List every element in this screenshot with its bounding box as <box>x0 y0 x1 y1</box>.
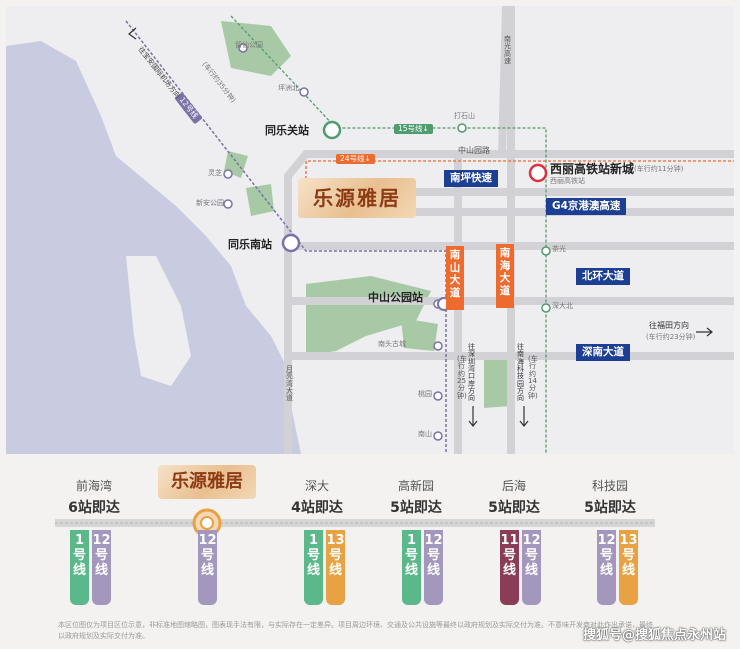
project-brand-tag: 乐源雅居 <box>158 465 256 499</box>
futian-time: (车行约23分钟) <box>646 333 696 341</box>
shekou-direction: 往深圳湾口岸方向 <box>468 343 475 403</box>
dest-name: 高新园 <box>397 479 434 493</box>
watermark: 搜狐号@搜狐焦点永州站 <box>582 628 726 643</box>
xili-node <box>528 163 548 183</box>
road-g4: G4京港澳高速 <box>546 198 627 215</box>
dest-name: 后海 <box>501 479 526 493</box>
map-base <box>6 6 734 454</box>
line15-route <box>230 15 547 454</box>
dest-name: 科技园 <box>591 479 628 493</box>
road-nanping: 南坪快速 <box>444 170 498 187</box>
dest-name: 前海湾 <box>75 479 112 493</box>
small-station: 新安公园 <box>196 199 224 207</box>
project-marker[interactable]: 乐源雅居 <box>298 178 416 218</box>
xili-sub: 西丽高铁站 <box>550 177 585 185</box>
small-station: 桃园 <box>418 390 432 398</box>
small-station: 南头古城 <box>378 340 406 348</box>
sea-area <box>6 41 301 454</box>
road-nanshan: 南山大道 <box>446 246 464 310</box>
keji-direction: 往南海科技园方向 <box>517 343 524 403</box>
road-shennan: 深南大道 <box>576 344 630 361</box>
park-green <box>246 184 274 216</box>
small-station: 打石山 <box>454 112 475 120</box>
dest-stops: 5站即达 <box>488 500 540 516</box>
station-tonglenan[interactable]: 同乐南站 <box>228 238 272 251</box>
small-station: 灵芝 <box>208 169 222 177</box>
tongleguan-node <box>322 120 342 140</box>
station-tongleguan[interactable]: 同乐关站 <box>265 124 309 137</box>
station-xili[interactable]: 西丽高铁站新城 <box>550 162 635 176</box>
line15-pill: 15号线↓ <box>394 124 433 135</box>
small-station: 坪洲北 <box>278 84 299 92</box>
park-green <box>401 318 438 351</box>
disclaimer: 本区位图仅为项目区位示意，非标准地图缩略图，图表现手法有限，与实际存在一定差异。… <box>58 621 653 640</box>
park-green <box>484 356 511 408</box>
timeline-bar <box>55 508 655 538</box>
road-nanguang: 南光高速 <box>504 35 511 66</box>
xili-time: (车行约11分钟) <box>634 165 684 173</box>
pier-land <box>126 256 191 386</box>
dest-stops: 6站即达 <box>68 500 120 516</box>
location-map[interactable]: 12号线 15号线↓ 24号线↓ 同乐关站 同乐南站 中山公园站 西丽高铁站新城… <box>6 6 734 454</box>
futian-direction: 往福田方向 <box>649 321 689 330</box>
metro-access-panel: 前海湾 6站即达 乐源雅居 深大 4站即达 高新园 5站即达 后海 5站即达 科… <box>0 455 740 649</box>
dest-stops: 4站即达 <box>291 500 343 516</box>
station-zhongshanpark[interactable]: 中山公园站 <box>368 291 423 304</box>
line12-route <box>125 20 447 454</box>
zhongshan-park-green <box>306 276 431 356</box>
shekou-time: (车行约25分钟) <box>457 355 467 400</box>
dest-stops: 5站即达 <box>584 500 636 516</box>
keji-time: (车行约14分钟) <box>528 355 538 400</box>
road-beihuan: 北环大道 <box>576 268 630 285</box>
dest-stops: 5站即达 <box>390 500 442 516</box>
small-station: 留仙公园 <box>235 41 263 49</box>
road-zhongshan: 中山园路 <box>458 146 490 155</box>
tonglenan-node <box>281 233 301 253</box>
small-station: 南山 <box>418 430 432 438</box>
dest-name: 深大 <box>304 479 329 493</box>
line24-pill: 24号线↓ <box>336 154 375 165</box>
small-station: 茶光 <box>552 245 566 253</box>
road-nanhai: 南海大道 <box>496 244 514 308</box>
road-yuehai: 月亮湾大道 <box>286 365 293 403</box>
small-station: 深大北 <box>552 302 573 310</box>
